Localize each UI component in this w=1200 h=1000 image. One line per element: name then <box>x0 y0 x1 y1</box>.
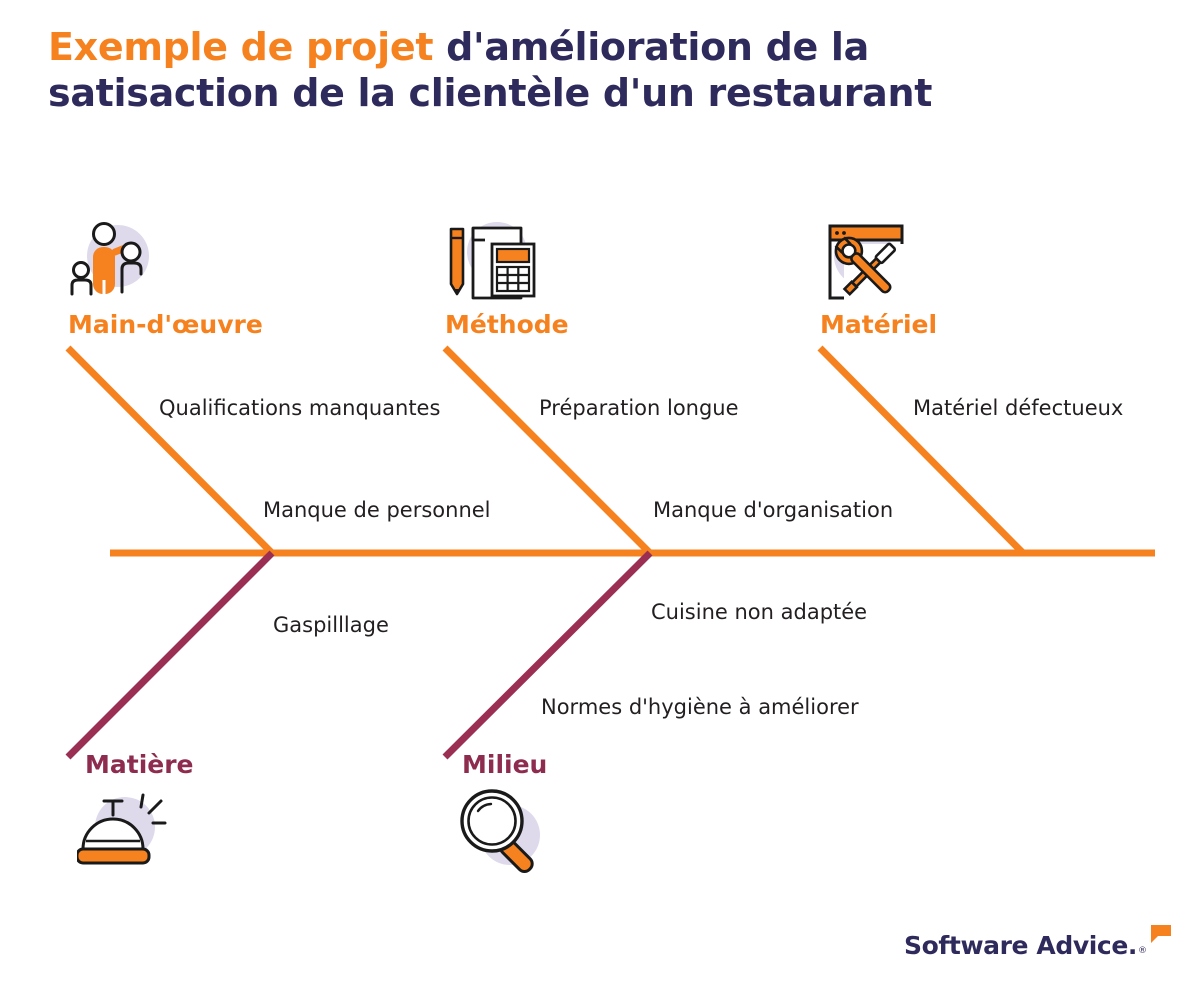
category-label-matiere: Matière <box>85 750 194 779</box>
page-title-accent: Exemple de projet <box>48 25 434 69</box>
category-matiere[interactable]: Matière <box>75 750 194 879</box>
logo-wordmark: Software Advice. <box>904 931 1137 960</box>
page-title-rest: d'amélioration de la satisaction de la c… <box>48 25 933 116</box>
cause-label: Matériel défectueux <box>913 396 1124 420</box>
cause-label: Manque de personnel <box>263 498 491 522</box>
magnifying-glass-icon <box>454 783 550 879</box>
software-advice-logo[interactable]: Software Advice. ® <box>904 925 1172 960</box>
branch-milieu <box>442 550 653 760</box>
document-calculator-pencil-icon <box>445 212 541 308</box>
logo-registered-mark: ® <box>1138 946 1147 956</box>
cause-label: Normes d'hygiène à améliorer <box>541 695 859 719</box>
service-bell-icon <box>75 783 173 879</box>
category-main-doeuvre[interactable]: Main-d'œuvre <box>68 212 263 337</box>
category-label-main-doeuvre: Main-d'œuvre <box>68 310 263 339</box>
category-materiel[interactable]: Matériel <box>820 212 937 337</box>
category-label-milieu: Milieu <box>462 750 548 779</box>
page-title: Exemple de projet d'amélioration de la s… <box>48 24 1078 117</box>
branch-methode <box>442 345 653 556</box>
branch-main-doeuvre <box>65 345 275 556</box>
category-methode[interactable]: Méthode <box>445 212 569 337</box>
cause-label: Préparation longue <box>539 396 739 420</box>
category-label-materiel: Matériel <box>820 310 938 339</box>
category-milieu[interactable]: Milieu <box>460 750 550 879</box>
cause-label: Manque d'organisation <box>653 498 894 522</box>
category-label-methode: Méthode <box>445 310 569 339</box>
cause-label: Cuisine non adaptée <box>651 600 868 624</box>
cause-label: Gaspilllage <box>273 613 389 637</box>
branch-materiel <box>817 345 1026 556</box>
window-tools-icon <box>820 212 916 308</box>
branch-matiere <box>65 550 275 760</box>
people-team-icon <box>68 212 164 308</box>
cause-label: Qualifications manquantes <box>159 396 441 420</box>
speech-bubble-icon <box>1150 924 1172 949</box>
